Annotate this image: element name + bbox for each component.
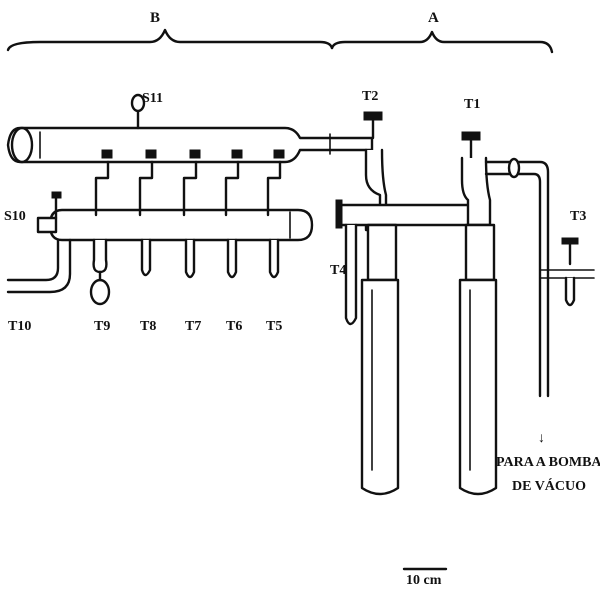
pump-note-line1: PARA A BOMBA: [496, 455, 600, 470]
label-t4: T4: [330, 263, 347, 278]
stopcock-s11: [130, 93, 146, 130]
label-s11: S11: [142, 91, 164, 106]
column-t7: [182, 149, 201, 279]
lower-manifold-tube: [48, 208, 314, 242]
side-line-t10: [6, 238, 72, 294]
receiver-tube-1: [360, 223, 400, 496]
bracket-a: [330, 30, 554, 54]
label-t1: T1: [464, 97, 481, 112]
label-t10: T10: [8, 319, 32, 334]
label-t5: T5: [266, 319, 283, 334]
label-s10: S10: [4, 209, 26, 224]
scale-bar-label: 10 cm: [406, 573, 442, 588]
column-t9: [89, 149, 113, 306]
vacuum-line: [484, 157, 595, 398]
column-t5: [266, 149, 285, 279]
section-label-b: B: [150, 10, 161, 26]
stopcock-t3: [561, 237, 579, 307]
section-label-a: A: [428, 10, 439, 26]
label-t3: T3: [570, 209, 587, 224]
label-t6: T6: [226, 319, 243, 334]
column-t8: [138, 149, 157, 277]
pump-arrow: ↓: [538, 431, 545, 446]
stopcock-s10: [36, 191, 62, 234]
pump-note-line2: DE VÁCUO: [512, 479, 587, 494]
label-t7: T7: [185, 319, 202, 334]
label-t2: T2: [362, 89, 379, 104]
column-t6: [224, 149, 243, 279]
side-arm-t4: [344, 223, 358, 326]
receiver-tube-2: [458, 223, 498, 496]
label-t8: T8: [140, 319, 157, 334]
bracket-b: [6, 28, 334, 52]
crossbar: [335, 199, 472, 229]
label-t9: T9: [94, 319, 111, 334]
